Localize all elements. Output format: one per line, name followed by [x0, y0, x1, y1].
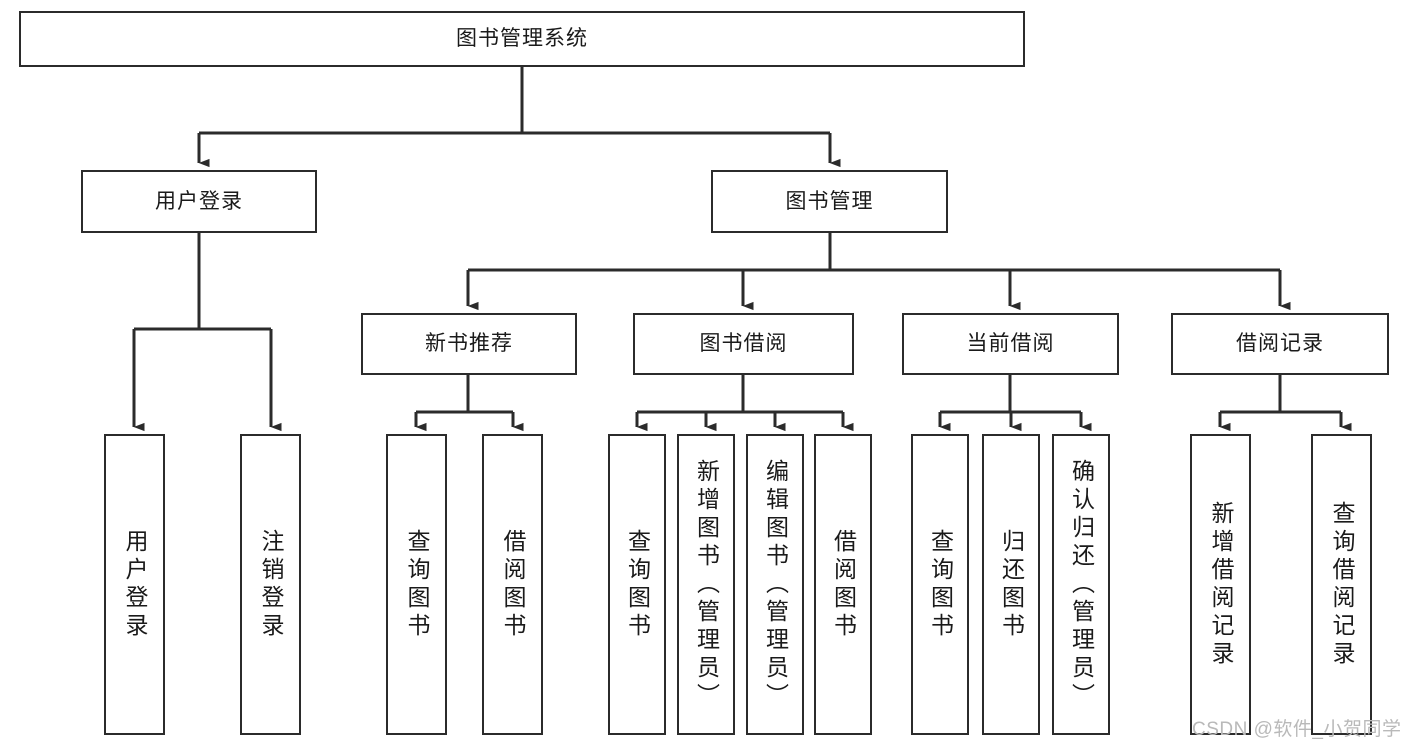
leaf-query-book[interactable]: 查询图书: [608, 434, 666, 735]
node-new-book-recommend-label: 新书推荐: [425, 332, 513, 356]
leaf-user-login[interactable]: 用户登录: [104, 434, 165, 735]
leaf-label: 查询借阅记录: [1329, 500, 1355, 669]
leaf-label: 新增图书（管理员）: [693, 458, 720, 711]
leaf-return-book[interactable]: 归还图书: [982, 434, 1040, 735]
node-book-borrow-label: 图书借阅: [699, 332, 788, 356]
node-user-login-label: 用户登录: [155, 189, 243, 213]
node-root-label: 图书管理系统: [456, 27, 588, 51]
leaf-add-book-admin[interactable]: 新增图书（管理员）: [677, 434, 735, 735]
leaf-label: 用户登录: [122, 528, 148, 641]
leaf-label: 查询图书: [624, 528, 651, 641]
leaf-borrow-book[interactable]: 借阅图书: [814, 434, 872, 735]
leaf-query-book-current[interactable]: 查询图书: [911, 434, 969, 735]
leaf-label: 借阅图书: [500, 528, 526, 641]
leaf-label: 查询图书: [927, 528, 954, 641]
leaf-label: 注销登录: [258, 528, 284, 641]
node-borrow-records[interactable]: 借阅记录: [1171, 313, 1389, 375]
node-new-book-recommend[interactable]: 新书推荐: [361, 313, 577, 375]
leaf-label: 归还图书: [998, 528, 1025, 641]
node-book-management[interactable]: 图书管理: [711, 170, 948, 233]
leaf-label: 编辑图书（管理员）: [762, 458, 789, 711]
leaf-label: 新增借阅记录: [1208, 500, 1234, 669]
node-current-borrow[interactable]: 当前借阅: [902, 313, 1119, 375]
node-book-management-label: 图书管理: [785, 189, 874, 213]
leaf-label: 借阅图书: [830, 528, 857, 641]
node-borrow-records-label: 借阅记录: [1236, 332, 1324, 356]
node-book-borrow[interactable]: 图书借阅: [633, 313, 854, 375]
leaf-logout[interactable]: 注销登录: [240, 434, 301, 735]
leaf-query-book-recommend[interactable]: 查询图书: [386, 434, 447, 735]
node-root[interactable]: 图书管理系统: [19, 11, 1025, 67]
node-user-login[interactable]: 用户登录: [81, 170, 317, 233]
leaf-query-borrow-record[interactable]: 查询借阅记录: [1311, 434, 1372, 735]
leaf-add-borrow-record[interactable]: 新增借阅记录: [1190, 434, 1251, 735]
leaf-confirm-return-admin[interactable]: 确认归还（管理员）: [1052, 434, 1110, 735]
leaf-label: 查询图书: [404, 528, 430, 641]
node-current-borrow-label: 当前借阅: [966, 332, 1055, 356]
leaf-borrow-book-recommend[interactable]: 借阅图书: [482, 434, 543, 735]
leaf-edit-book-admin[interactable]: 编辑图书（管理员）: [746, 434, 804, 735]
leaf-label: 确认归还（管理员）: [1068, 458, 1095, 711]
